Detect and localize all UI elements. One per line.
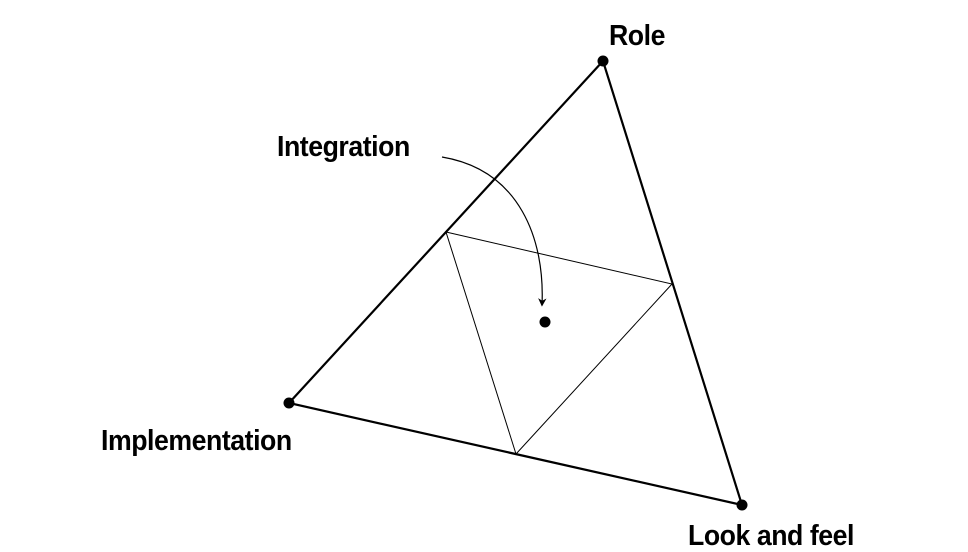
role-vertex-dot <box>597 55 609 67</box>
look-and-feel-label: Look and feel <box>688 520 854 552</box>
inner-triangle <box>445 231 673 455</box>
integration-center-dot <box>539 316 551 328</box>
look-and-feel-vertex-dot <box>736 499 748 511</box>
outer-triangle <box>286 58 744 507</box>
implementation-vertex-dot <box>283 397 295 409</box>
implementation-label: Implementation <box>101 425 292 457</box>
integration-label: Integration <box>277 131 410 163</box>
integration-arrow <box>441 156 547 307</box>
role-label: Role <box>609 20 665 52</box>
